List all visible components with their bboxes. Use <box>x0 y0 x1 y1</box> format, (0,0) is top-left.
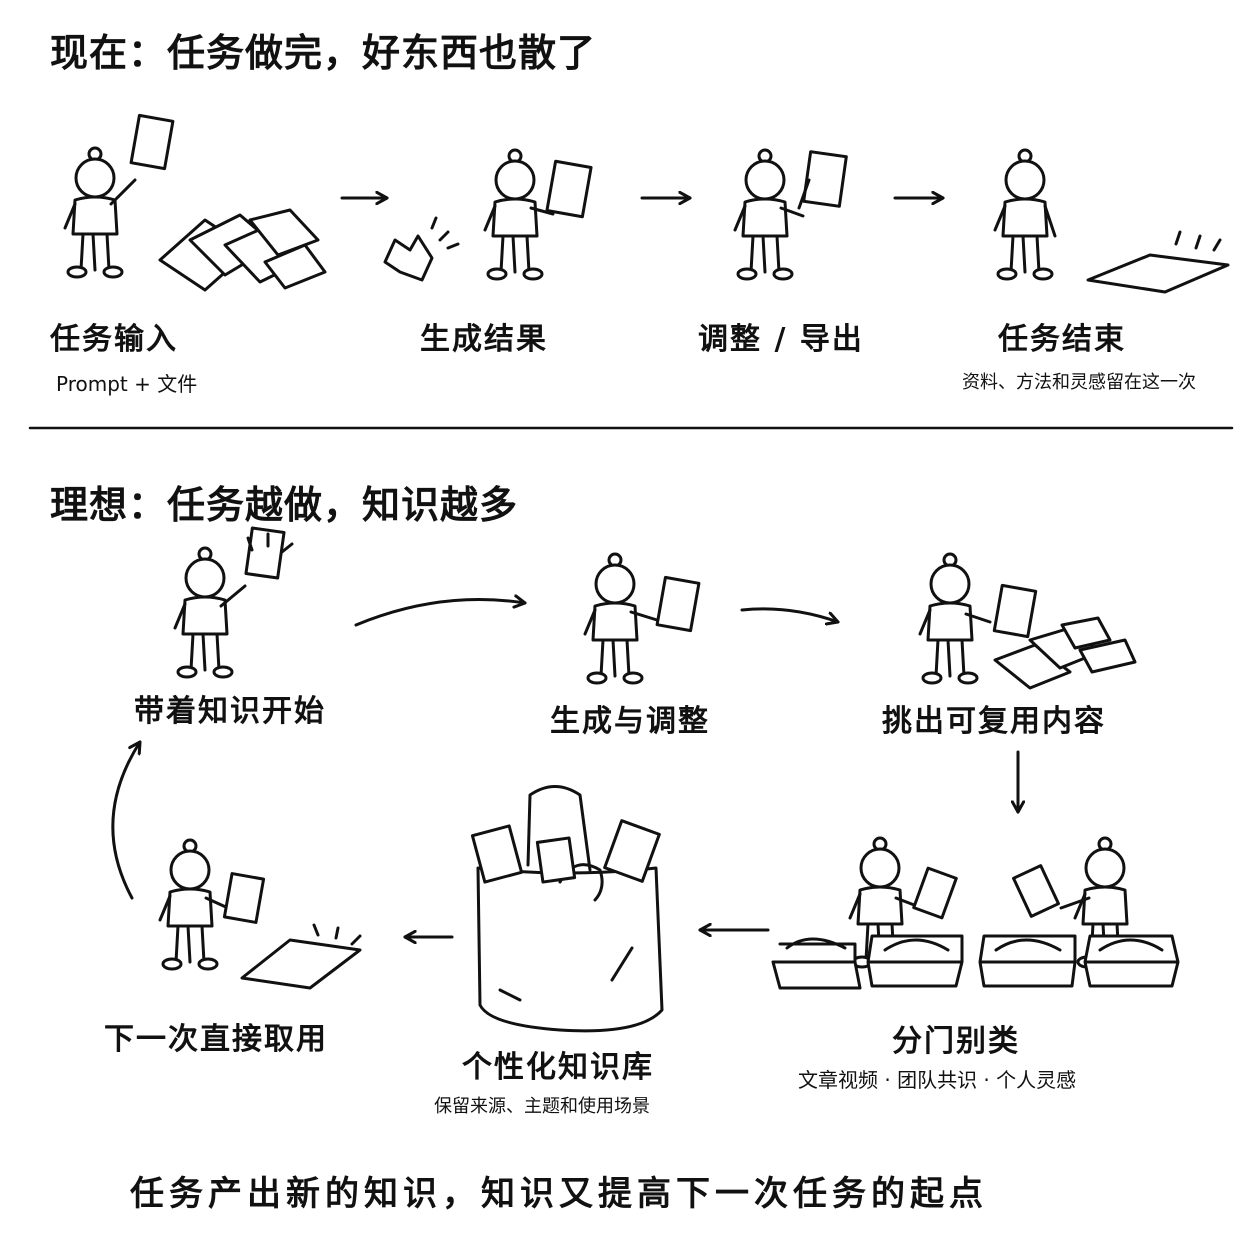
step-adjust-export-label: 调整 / 导出 <box>698 322 864 357</box>
person-sorting-icon <box>848 836 958 969</box>
person-reading-paper-icon <box>483 148 593 281</box>
storage-box-icon <box>1083 934 1180 988</box>
footer-summary: 任务产出新的知识，知识又提高下一次任务的起点 <box>130 1174 988 1214</box>
step-generate-result-label: 生成结果 <box>420 322 548 357</box>
person-writing-icon <box>733 148 848 281</box>
person-with-glowing-paper-icon <box>173 526 286 679</box>
step-categorize-label: 分门别类 <box>892 1024 1020 1059</box>
arrow-icon <box>740 607 838 622</box>
person-walking-away-icon <box>993 148 1057 281</box>
paper-pile-icon <box>993 616 1137 690</box>
current-state-title: 现在：任务做完，好东西也散了 <box>50 31 597 75</box>
arrow-icon <box>354 599 525 627</box>
cycle-arrow-icon <box>111 742 140 900</box>
empty-paper-icon <box>1086 230 1230 294</box>
person-picking-papers-icon <box>918 552 1038 685</box>
step-generate-adjust-label: 生成与调整 <box>550 704 710 739</box>
person-raising-paper-icon <box>63 113 175 279</box>
knowledge-bag-icon <box>470 785 664 1033</box>
step-start-with-knowledge-label: 带着知识开始 <box>134 694 326 729</box>
step-pick-reusable-label: 挑出可复用内容 <box>882 704 1106 739</box>
person-reading-paper-icon <box>583 552 701 685</box>
storage-box-icon <box>866 934 964 988</box>
step-task-input-label: 任务输入 <box>50 322 178 357</box>
step-reuse-next-label: 下一次直接取用 <box>104 1022 328 1057</box>
storage-box-icon <box>978 934 1077 988</box>
crumpled-paper-icon <box>383 216 460 282</box>
glowing-paper-icon <box>240 923 362 990</box>
step-categorize-sub: 文章视频 · 团队共识 · 个人灵感 <box>798 1068 1077 1092</box>
scattered-papers-icon <box>158 208 327 292</box>
step-knowledge-base-label: 个性化知识库 <box>462 1050 654 1085</box>
step-task-end-sub: 资料、方法和灵感留在这一次 <box>962 372 1196 393</box>
step-task-input-sub: Prompt + 文件 <box>56 372 198 396</box>
person-with-paper-icon <box>158 838 266 971</box>
step-task-end-label: 任务结束 <box>998 322 1126 357</box>
ideal-state-title: 理想：任务越做，知识越多 <box>50 483 519 527</box>
step-knowledge-base-sub: 保留来源、主题和使用场景 <box>434 1096 650 1117</box>
storage-box-icon <box>771 937 862 990</box>
sparkle-icon <box>246 532 294 554</box>
person-sorting-icon <box>1012 836 1134 969</box>
